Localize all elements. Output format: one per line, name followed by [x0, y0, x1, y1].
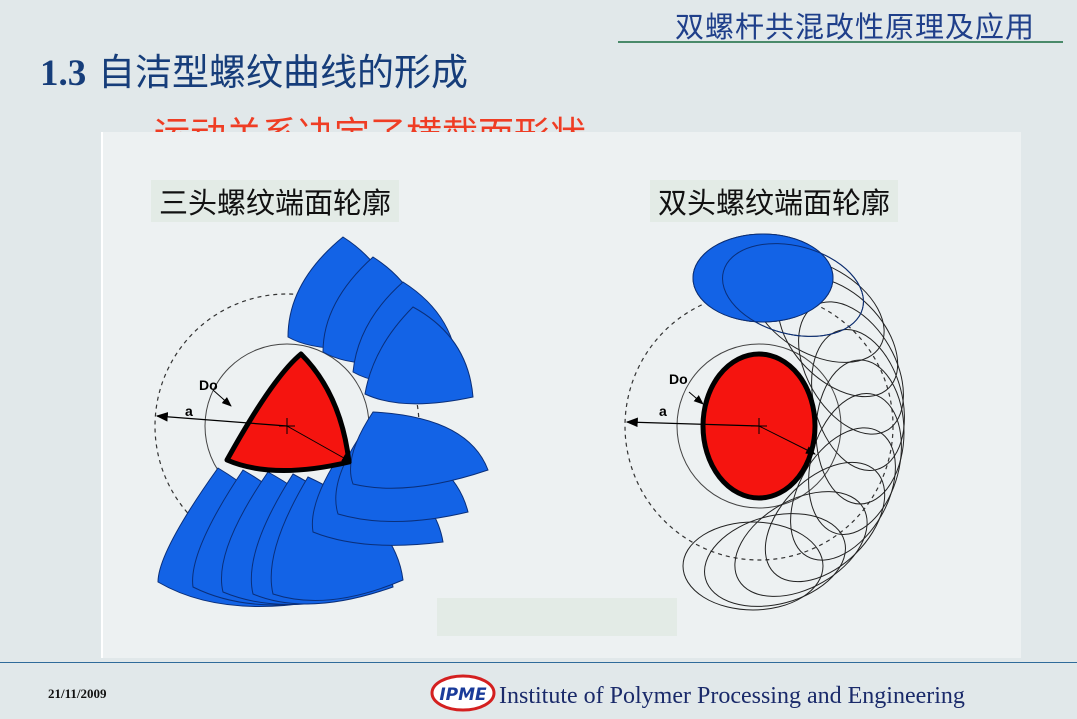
- three-flight-caption: 三头螺纹端面轮廓: [151, 180, 400, 222]
- blue-flight-sweep-lower: [157, 411, 489, 607]
- svg-text:IPME: IPME: [439, 685, 487, 705]
- do-arrow-right-fig: [688, 391, 704, 405]
- blue-two-flight-rotor: [692, 233, 834, 323]
- ipme-logo-icon: IPME: [430, 674, 496, 712]
- blank-patch: [437, 598, 677, 636]
- blue-ellipse-overlay-lines: [722, 243, 864, 337]
- course-title: 双螺杆共混改性原理及应用: [674, 10, 1035, 44]
- three-flight-profile: Do a: [154, 236, 489, 607]
- footer-date: 21/11/2009: [48, 686, 107, 701]
- screw-profile-figure: 三头螺纹端面轮廓 双头螺纹端面轮廓: [101, 132, 1021, 658]
- do-arrow-left: [212, 389, 232, 407]
- profile-drawing: Do a: [154, 233, 905, 611]
- a-arrow: [155, 412, 288, 427]
- do-arrow-right-fig2: [758, 425, 816, 455]
- section-number: 1.3: [40, 53, 87, 94]
- institute-name: Institute of Polymer Processing and Engi…: [499, 683, 965, 709]
- do-arrow-right: [286, 425, 352, 463]
- do-label-right: Do: [669, 371, 688, 387]
- section-title: 自洁型螺纹曲线的形成: [98, 51, 469, 94]
- a-label-right: a: [659, 403, 667, 419]
- two-flight-caption: 双头螺纹端面轮廓: [650, 180, 899, 222]
- two-flight-profile: Do a: [624, 233, 905, 611]
- header-divider: [618, 41, 1063, 43]
- slide-title: 1.3 自洁型螺纹曲线的形成: [40, 42, 468, 96]
- root-circle-right: [676, 343, 842, 509]
- do-label-left: Do: [199, 377, 218, 393]
- footer-divider: [0, 662, 1077, 663]
- red-three-flight-rotor: [224, 351, 352, 473]
- a-arrow-right: [625, 417, 760, 428]
- blue-flight-sweep-upper: [287, 236, 474, 405]
- a-label-left: a: [185, 403, 193, 419]
